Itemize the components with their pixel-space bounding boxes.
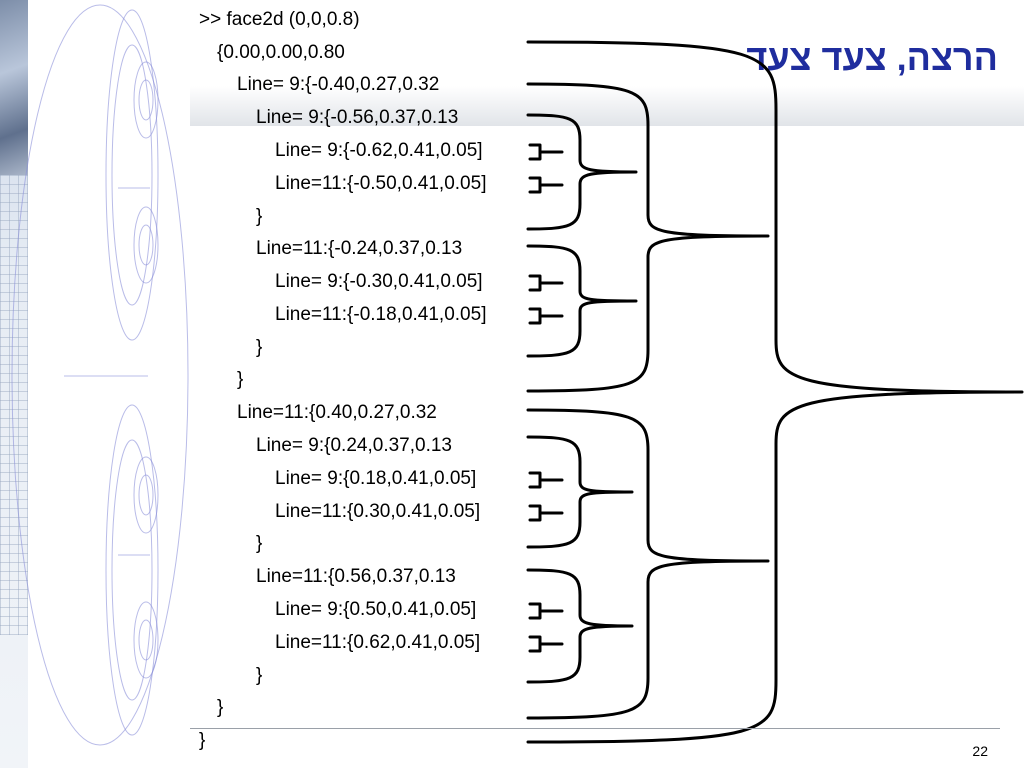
code-line: {0.00,0.00,0.80 bbox=[217, 42, 345, 63]
code-line: } bbox=[256, 337, 263, 358]
level2-brace bbox=[526, 568, 634, 684]
code-line: } bbox=[217, 697, 224, 718]
leaf-brace bbox=[528, 274, 564, 292]
decorative-photo bbox=[0, 0, 28, 175]
leaf-brace bbox=[528, 504, 564, 522]
code-line: Line= 9:{-0.40,0.27,0.32 bbox=[237, 74, 440, 95]
leaf-brace bbox=[528, 471, 564, 489]
code-line: Line= 9:{-0.56,0.37,0.13 bbox=[256, 107, 459, 128]
top-level-brace bbox=[526, 40, 1024, 744]
leaf-brace bbox=[528, 602, 564, 620]
code-line: Line= 9:{0.50,0.41,0.05] bbox=[275, 599, 477, 620]
code-line: >> face2d (0,0,0.8) bbox=[199, 9, 360, 30]
code-line: Line=11:{-0.24,0.37,0.13 bbox=[256, 238, 463, 259]
leaf-brace bbox=[528, 307, 564, 325]
leaf-brace bbox=[528, 635, 564, 653]
code-line: Line= 9:{0.24,0.37,0.13 bbox=[256, 435, 452, 456]
title-underline-bar bbox=[190, 86, 1024, 126]
page-number: 22 bbox=[972, 743, 988, 759]
code-line: } bbox=[237, 369, 244, 390]
leaf-brace bbox=[528, 143, 564, 161]
code-line: Line=11:{0.56,0.37,0.13 bbox=[256, 566, 456, 587]
code-line: Line= 9:{-0.30,0.41,0.05] bbox=[275, 271, 483, 292]
code-line: } bbox=[256, 665, 263, 686]
left-decorative-strip bbox=[0, 0, 28, 768]
leaf-brace bbox=[528, 176, 564, 194]
code-line: } bbox=[256, 206, 263, 227]
level2-brace bbox=[526, 113, 638, 231]
level2-brace bbox=[526, 435, 634, 549]
code-line: Line=11:{0.40,0.27,0.32 bbox=[237, 402, 437, 423]
slide-title: הרצה, צעד צעד bbox=[746, 37, 998, 78]
code-line: Line=11:{0.62,0.41,0.05] bbox=[275, 632, 481, 653]
level1-brace bbox=[526, 408, 770, 720]
level2-brace bbox=[526, 244, 638, 358]
code-line: Line=11:{0.30,0.41,0.05] bbox=[275, 501, 481, 522]
footer-rule bbox=[190, 728, 1000, 729]
code-line: } bbox=[199, 730, 206, 751]
code-line: Line= 9:{-0.62,0.41,0.05] bbox=[275, 140, 483, 161]
code-line: Line= 9:{0.18,0.41,0.05] bbox=[275, 468, 477, 489]
code-line: Line=11:{-0.18,0.41,0.05] bbox=[275, 304, 487, 325]
code-line: } bbox=[256, 533, 263, 554]
level1-brace bbox=[526, 82, 770, 393]
code-line: Line=11:{-0.50,0.41,0.05] bbox=[275, 173, 487, 194]
